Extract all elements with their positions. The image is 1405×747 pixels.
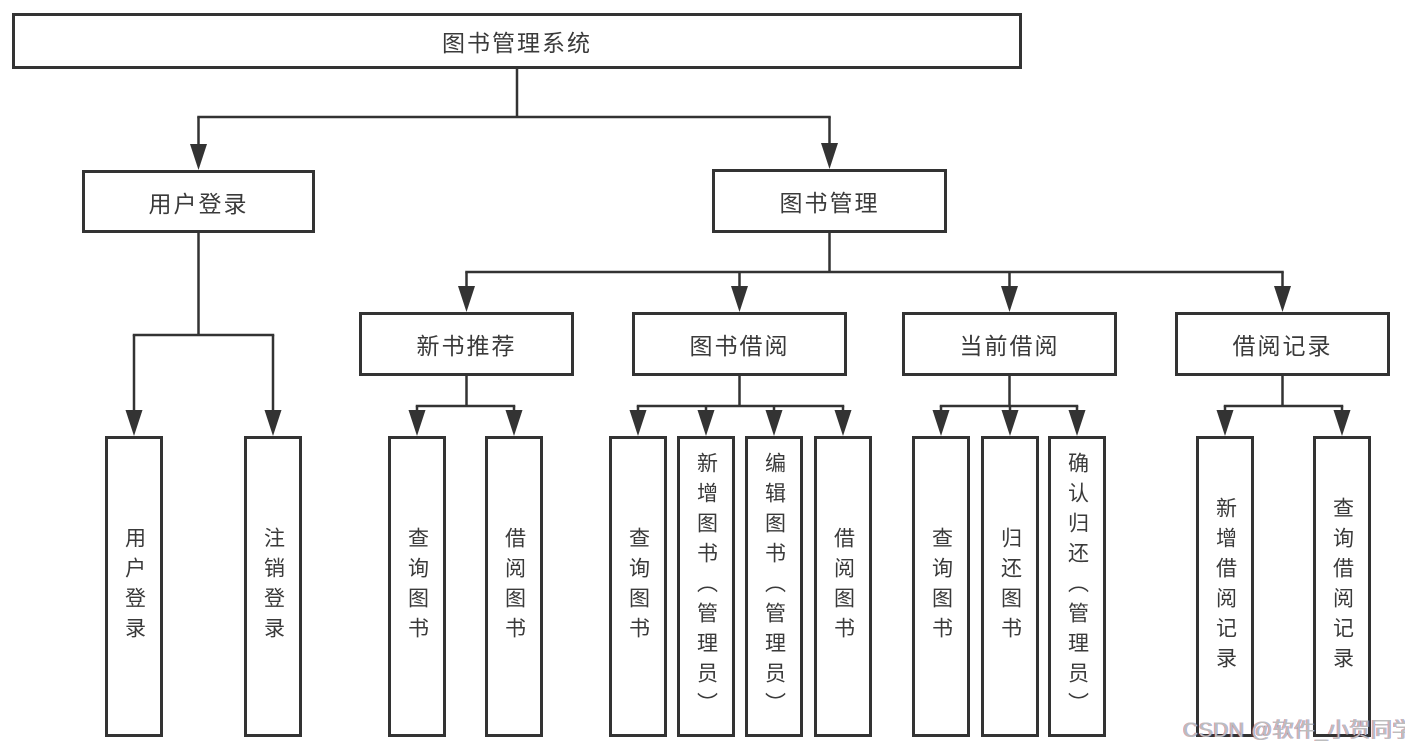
leaf-edit-book-admin: 编辑图书（管理员） xyxy=(745,436,803,737)
node-borrow-records: 借阅记录 xyxy=(1175,312,1390,376)
leaf-add-book-admin: 新增图书（管理员） xyxy=(677,436,735,737)
node-book-borrowing: 图书借阅 xyxy=(632,312,847,376)
node-user-login: 用户登录 xyxy=(82,170,315,233)
leaf-query-books-borrowing: 查询图书 xyxy=(609,436,667,737)
leaf-query-books-current: 查询图书 xyxy=(912,436,970,737)
node-current-borrowing: 当前借阅 xyxy=(902,312,1117,376)
leaf-user-login: 用户登录 xyxy=(105,436,163,737)
node-root: 图书管理系统 xyxy=(12,13,1022,69)
leaf-add-borrow-record: 新增借阅记录 xyxy=(1196,436,1254,737)
leaf-borrow-books-borrowing: 借阅图书 xyxy=(814,436,872,737)
leaf-query-books-recommend: 查询图书 xyxy=(388,436,446,737)
leaf-query-borrow-record: 查询借阅记录 xyxy=(1313,436,1371,737)
node-new-book-recommend: 新书推荐 xyxy=(359,312,574,376)
leaf-logout: 注销登录 xyxy=(244,436,302,737)
csdn-watermark: CSDN @软件_小贺同学 xyxy=(1183,719,1405,742)
node-book-management: 图书管理 xyxy=(712,169,947,233)
leaf-borrow-books-recommend: 借阅图书 xyxy=(485,436,543,737)
leaf-confirm-return-admin: 确认归还（管理员） xyxy=(1048,436,1106,737)
leaf-return-books: 归还图书 xyxy=(981,436,1039,737)
